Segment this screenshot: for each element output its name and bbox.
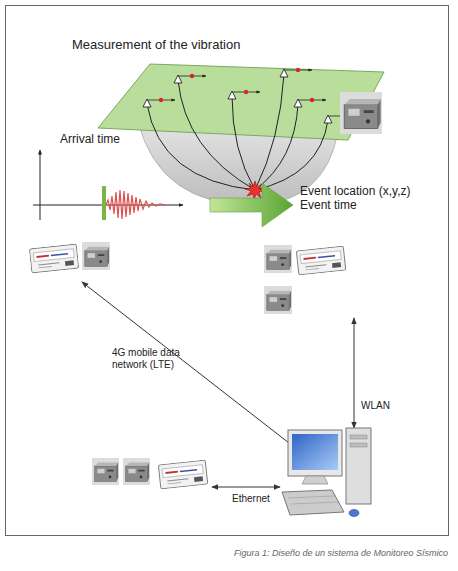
wave-ray [147, 74, 328, 190]
computer-icon [282, 428, 371, 517]
sensor-triangle [280, 69, 288, 77]
wave-ray [178, 80, 255, 190]
computer-icon [349, 510, 359, 517]
sensor-triangle [324, 115, 332, 123]
station-left [29, 244, 78, 273]
station-left [82, 242, 110, 270]
wave-ray [255, 104, 298, 190]
sensor-triangle [228, 91, 236, 99]
computer-icon [302, 476, 328, 484]
motion-dot [159, 98, 163, 102]
station-right [264, 245, 346, 314]
seismic-wave [106, 190, 165, 219]
computer-icon [282, 490, 344, 515]
computer-icon [350, 443, 367, 447]
heading-label: Measurement of the vibration [72, 37, 302, 53]
sensor-triangle [294, 99, 302, 107]
process-arrow [210, 183, 293, 227]
station-bottom [92, 458, 208, 489]
sensor-triangle [143, 99, 151, 107]
motion-dot [159, 68, 344, 118]
station-bottom [158, 460, 207, 489]
axis-label: Arrival time [60, 132, 190, 146]
sensor-triangle [174, 75, 182, 83]
figure-caption: Figura 1: Diseño de un sistema de Monito… [190, 548, 448, 559]
computer-icon [288, 496, 338, 504]
motion-dot [190, 74, 194, 78]
link-label: Ethernet [232, 493, 302, 505]
station-bottom [92, 458, 119, 485]
motion-vector [147, 70, 356, 116]
computer-icon [292, 434, 338, 470]
wave-ray [147, 104, 255, 190]
link-label: 4G mobile data network (LTE) [112, 347, 200, 371]
station-right [264, 245, 292, 273]
station-left [29, 242, 110, 273]
ground-plane [98, 64, 384, 140]
motion-dot [296, 68, 300, 72]
motion-dot [244, 90, 248, 94]
arrival-marker [102, 186, 106, 220]
network-link [82, 282, 354, 487]
ground-plane [98, 64, 384, 140]
network-link [354, 318, 355, 428]
wave-ray [255, 74, 284, 190]
sensor-photo [340, 92, 382, 134]
figure-frame [6, 6, 449, 536]
computer-icon [288, 430, 342, 476]
seismogram-axes [33, 150, 183, 220]
wave-ray [255, 120, 328, 190]
network-link [212, 487, 280, 488]
computer-icon [346, 428, 371, 504]
computer-icon [350, 435, 367, 439]
motion-dot [310, 98, 314, 102]
station-right [296, 246, 345, 275]
wave-ray [232, 96, 255, 190]
result-label: Event location (x,y,z) Event time [300, 184, 412, 213]
link-label: WLAN [361, 400, 421, 412]
seismogram-axes [40, 150, 41, 220]
sensor-triangle [143, 69, 332, 123]
station-bottom [123, 458, 150, 485]
network-link [82, 282, 316, 464]
station-right [264, 286, 292, 314]
